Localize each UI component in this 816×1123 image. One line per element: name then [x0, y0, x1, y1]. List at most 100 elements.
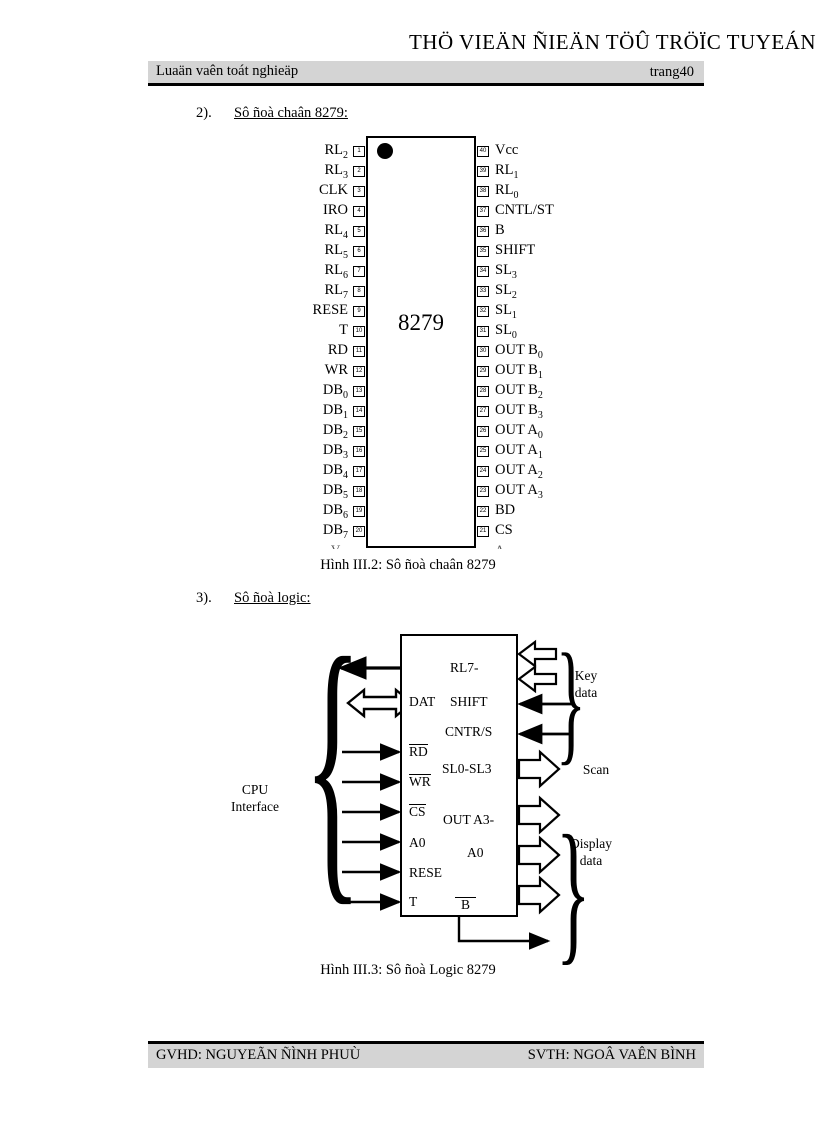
- pin-label-26: OUT A0: [495, 422, 543, 441]
- pin-label-3: CLK: [319, 182, 348, 198]
- logic-label-a0: A0: [409, 835, 426, 850]
- pin-number-26: 26: [477, 426, 489, 437]
- pin-label-30: OUT B0: [495, 342, 543, 361]
- pin-number-37: 37: [477, 206, 489, 217]
- pin-label-10: T: [339, 322, 348, 338]
- logic-label-shift: SHIFT: [450, 694, 488, 709]
- pin-number-9: 9: [353, 306, 365, 317]
- pin-number-8: 8: [353, 286, 365, 297]
- chip-part-number: 8279: [398, 310, 444, 335]
- figure-caption-3: Hình III.3: Sô ñoà Logic 8279: [320, 962, 496, 978]
- pin-label-39: RL1: [495, 162, 519, 181]
- pin-label-37: CNTL/ST: [495, 202, 554, 218]
- pin-label-22: BD: [495, 502, 516, 518]
- pin-label-33: SL2: [495, 282, 517, 301]
- pin-label-31: SL0: [495, 322, 517, 341]
- pin-label-9: RESE: [312, 302, 348, 318]
- pin-label-12: WR: [324, 362, 348, 378]
- footer-rule: [148, 1041, 704, 1044]
- logic-label-cntrs: CNTR/S: [445, 724, 493, 739]
- pin-number-20: 20: [353, 526, 365, 537]
- pin-number-24: 24: [477, 466, 489, 477]
- pin-number-40: 40: [477, 146, 489, 157]
- document-title: Luaän vaên toát nghieäp: [156, 63, 299, 79]
- pin-number-39: 39: [477, 166, 489, 177]
- pin-label-6: RL5: [324, 242, 348, 261]
- pin-number-1: 1: [353, 146, 365, 157]
- pin-label-21: CS: [495, 522, 513, 538]
- pin-number-38: 38: [477, 186, 489, 197]
- pin-label-19: DB6: [322, 502, 348, 521]
- pin-number-29: 29: [477, 366, 489, 377]
- pin-label-36: B: [495, 222, 505, 238]
- pin-label-8: RL7: [324, 282, 348, 301]
- pin-number-22: 22: [477, 506, 489, 517]
- cpu-interface-label: CPU Interface: [231, 782, 279, 814]
- pin-label-38: RL0: [495, 182, 519, 201]
- header-band: Luaän vaên toát nghieäp trang40: [148, 61, 704, 83]
- logic-label-t: T: [409, 894, 418, 909]
- pin-number-7: 7: [353, 266, 365, 277]
- pin-label-32: SL1: [495, 302, 517, 321]
- pin-number-5: 5: [353, 226, 365, 237]
- pin-label-23: OUT A3: [495, 482, 543, 501]
- logic-label-cs: CS: [409, 804, 426, 819]
- pin-label-13: DB0: [322, 382, 348, 401]
- pin-number-4: 4: [353, 206, 365, 217]
- pin-label-34: SL3: [495, 262, 517, 281]
- logic-block-outline: [400, 634, 518, 917]
- display-data-brace: }: [556, 803, 591, 979]
- logic-label-sl0-sl3: SL0-SL3: [442, 761, 492, 776]
- pin-number-23: 23: [477, 486, 489, 497]
- section-heading-logic-diagram: 3).Sô ñoà logic:: [196, 590, 311, 607]
- cpu-brace: {: [304, 596, 362, 929]
- footer-student: SVTH: NGOÂ VAÊN BÌNH: [527, 1047, 696, 1063]
- pin-label-15: DB2: [322, 422, 348, 441]
- figure-caption-2: Hình III.2: Sô ñoà chaân 8279: [320, 557, 496, 573]
- pin-number-35: 35: [477, 246, 489, 257]
- header-rule: [148, 83, 704, 86]
- pin-label-40: Vcc: [495, 142, 519, 158]
- section-number: 3).: [196, 590, 212, 606]
- pin-label-7: RL6: [324, 262, 348, 281]
- pin-label-14: DB1: [322, 402, 348, 421]
- pin-label-4: IRO: [323, 202, 348, 218]
- pin-label-25: OUT A1: [495, 442, 543, 461]
- pin-label-17: DB4: [322, 462, 348, 481]
- chip-outline: [366, 136, 476, 548]
- pin-number-25: 25: [477, 446, 489, 457]
- pin-label-16: DB3: [322, 442, 348, 461]
- pin-label-27: OUT B3: [495, 402, 543, 421]
- pin-number-28: 28: [477, 386, 489, 397]
- pin-label-2: RL3: [324, 162, 348, 181]
- pin-label-20: DB7: [322, 522, 348, 541]
- pin-number-17: 17: [353, 466, 365, 477]
- pin-number-36: 36: [477, 226, 489, 237]
- pin-number-15: 15: [353, 426, 365, 437]
- pin-label-1: RL2: [324, 142, 348, 161]
- pin-number-2: 2: [353, 166, 365, 177]
- display-data-label: Display data: [570, 836, 612, 868]
- pin-number-11: 11: [353, 346, 365, 357]
- scan-label: Scan: [582, 762, 610, 777]
- pin-number-6: 6: [353, 246, 365, 257]
- pin-label-28: OUT B2: [495, 382, 543, 401]
- pin-label-5: RL4: [324, 222, 348, 241]
- key-data-brace: }: [556, 628, 586, 778]
- logic-label-out-a3: OUT A3-: [443, 812, 495, 827]
- pin-number-27: 27: [477, 406, 489, 417]
- pin-number-32: 32: [477, 306, 489, 317]
- logic-label-rese: RESE: [409, 865, 443, 880]
- section-title: Sô ñoà chaân 8279:: [234, 105, 348, 121]
- section-number: 2).: [196, 105, 212, 121]
- pin-number-33: 33: [477, 286, 489, 297]
- pin-number-21: 21: [477, 526, 489, 537]
- pin-label-29: OUT B1: [495, 362, 543, 381]
- footer-band: GVHD: NGUYEÃN ÑÌNH PHUÙ SVTH: NGOÂ VAÊN …: [148, 1044, 704, 1068]
- footer-advisor: GVHD: NGUYEÃN ÑÌNH PHUÙ: [156, 1047, 361, 1063]
- logic-label-rl7: RL7-: [450, 660, 479, 675]
- page-number: trang40: [649, 64, 694, 80]
- pin-label-18: DB5: [322, 482, 348, 501]
- pin-label-24: OUT A2: [495, 462, 543, 481]
